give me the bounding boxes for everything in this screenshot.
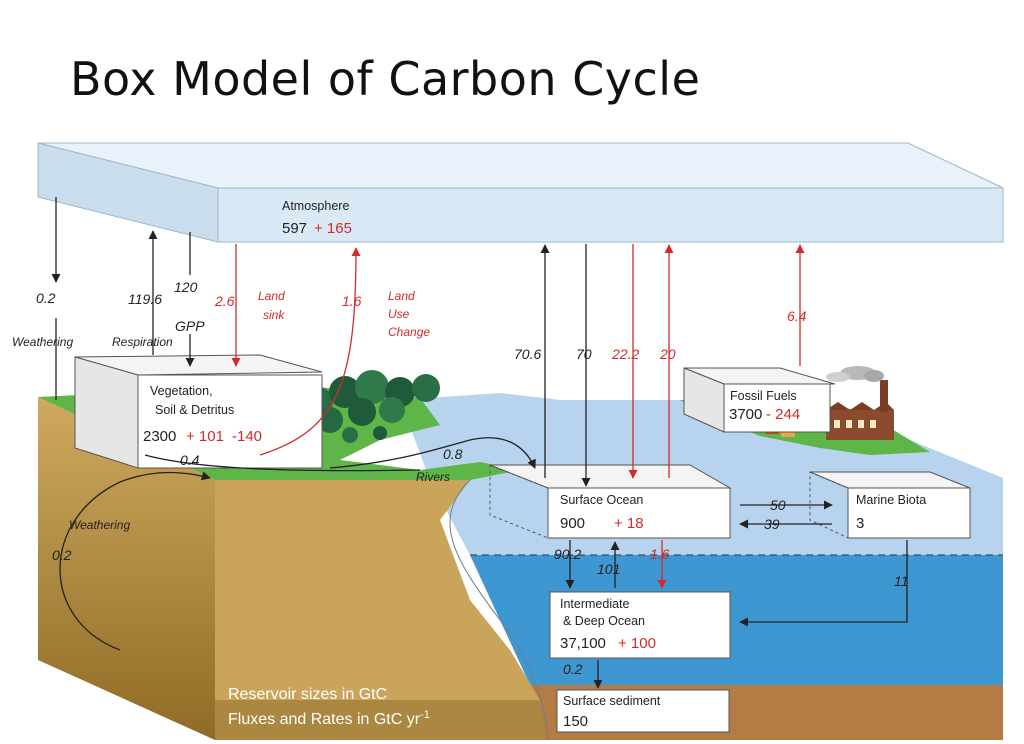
- vegetation-label-2: Soil & Detritus: [155, 403, 234, 417]
- surface-ocean-change: + 18: [614, 515, 644, 532]
- luc-label-2: Use: [388, 307, 410, 321]
- surface-ocean-label: Surface Ocean: [560, 493, 643, 507]
- land-use-change-flux: 1.6: [342, 293, 362, 309]
- respiration-flux: 119.6: [128, 291, 162, 307]
- land-sink-label-2: sink: [263, 308, 285, 322]
- anthro-to-ocean-flux: 22.2: [611, 346, 639, 362]
- fossil-emission-flux: 6.4: [787, 308, 807, 324]
- atm-to-ocean-flux: 70: [576, 346, 592, 362]
- legend-exponent: -1: [420, 709, 430, 721]
- sediment-label: Surface sediment: [563, 694, 661, 708]
- sedimentation-flux: 0.2: [563, 661, 583, 677]
- anthro-from-ocean-flux: 20: [659, 346, 676, 362]
- rivers-label: Rivers: [416, 470, 450, 484]
- marine-biota-value: 3: [856, 515, 864, 532]
- luc-label-3: Change: [388, 325, 430, 339]
- deep-ocean-value: 37,100: [560, 635, 606, 652]
- deep-ocean-label-1: Intermediate: [560, 597, 630, 611]
- land-sink-flux: 2.6: [214, 293, 235, 309]
- marine-biota-label: Marine Biota: [856, 493, 926, 507]
- biota-sink-flux: 11: [894, 573, 909, 589]
- gpp-label: GPP: [175, 318, 205, 334]
- legend-line-1: Reservoir sizes in GtC: [228, 686, 387, 703]
- upwelling-flux: 101: [597, 561, 620, 577]
- rivers-flux: 0.8: [443, 446, 463, 462]
- respiration-label: Respiration: [112, 335, 173, 349]
- factory: [826, 366, 894, 440]
- legend-line-2-text: Fluxes and Rates in GtC yr: [228, 711, 421, 728]
- deep-ocean-label-2: & Deep Ocean: [563, 614, 645, 628]
- surface-ocean-value: 900: [560, 515, 585, 532]
- legend-line-2: Fluxes and Rates in GtC yr-1: [228, 709, 430, 728]
- downwelling-flux: 90.2: [554, 546, 581, 562]
- atmosphere-label: Atmosphere: [282, 199, 349, 213]
- sediment-value: 150: [563, 713, 588, 730]
- atmosphere-value: 597: [282, 220, 307, 237]
- atmosphere-slab: [38, 143, 1003, 242]
- ocean-to-atm-flux: 70.6: [514, 346, 541, 362]
- gpp-flux: 120: [174, 279, 198, 295]
- weathering-flux: 0.2: [36, 290, 56, 306]
- vegetation-change-minus: -140: [232, 428, 262, 445]
- from-biota-flux: 39: [764, 516, 780, 532]
- to-biota-flux: 50: [770, 497, 786, 513]
- vegetation-label-1: Vegetation,: [150, 384, 213, 398]
- deep-ocean-change: + 100: [618, 635, 656, 652]
- vegetation-change-plus: + 101: [186, 428, 224, 445]
- vegetation-value: 2300: [143, 428, 176, 445]
- land-sink-label-1: Land: [258, 289, 285, 303]
- fossil-fuels-change: - 244: [766, 406, 800, 423]
- weathering-top-label: Weathering: [12, 335, 73, 349]
- fossil-fuels-box: Fossil Fuels 3700 - 244: [684, 368, 835, 432]
- atmosphere-change: + 165: [314, 220, 352, 237]
- anthro-down-flux: 1.6: [650, 546, 670, 562]
- fossil-fuels-label: Fossil Fuels: [730, 389, 797, 403]
- rock-weathering-flux: 0.2: [52, 547, 72, 563]
- runoff-flux: 0.4: [180, 452, 200, 468]
- luc-label-1: Land: [388, 289, 415, 303]
- rock-weathering-label: Weathering: [69, 518, 130, 532]
- fossil-fuels-value: 3700: [729, 406, 762, 423]
